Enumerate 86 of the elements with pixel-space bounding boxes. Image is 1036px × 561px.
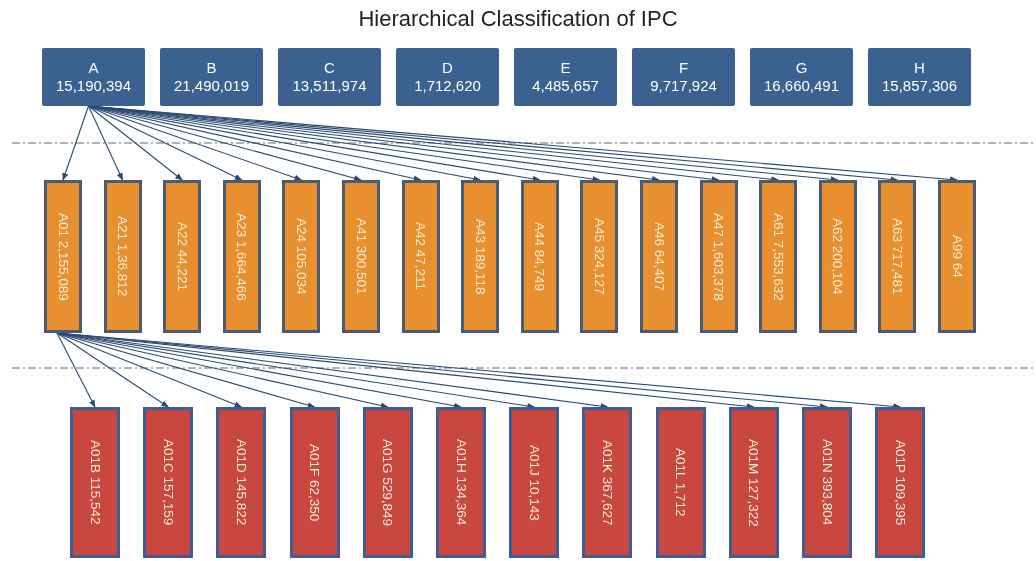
code-and-count: A41 300,501 [353, 218, 369, 295]
code-and-count: A01B 115,542 [87, 440, 103, 525]
code-and-count: A42 47,211 [413, 222, 429, 291]
code-and-count: A23 1,664,466 [234, 212, 250, 301]
group-box [216, 407, 267, 558]
class-box [514, 48, 617, 106]
code-and-count: A01G 529,849 [380, 438, 396, 527]
class-code: H [914, 59, 925, 77]
code-and-count: A01C 157,159 [160, 439, 176, 526]
code-and-count: A01M 127,322 [746, 438, 762, 527]
class-code: F [678, 59, 689, 77]
class-box [868, 48, 971, 106]
class-box [750, 48, 853, 106]
code-and-count: A01J 10,143 [526, 444, 542, 521]
patent-count: 21,490,019 [173, 77, 250, 95]
code-and-count: A62 200,104 [830, 218, 846, 295]
subclass-box [580, 180, 619, 333]
class-code: C [324, 59, 335, 77]
patent-count: 16,660,491 [763, 77, 840, 95]
class-code: E [560, 59, 571, 77]
class-code: D [442, 59, 453, 77]
code-and-count: A46 64,407 [651, 221, 667, 292]
class-box [396, 48, 499, 106]
diagram-title: Hierarchical Classification of IPC [357, 6, 679, 32]
subclass-box [699, 180, 738, 333]
subclass-box [103, 180, 142, 333]
subclass-box [44, 180, 82, 333]
subclass-box [759, 180, 798, 333]
group-box [362, 407, 413, 558]
class-code: A [88, 59, 99, 77]
code-and-count: A01N 393,804 [819, 439, 835, 526]
subclass-box [222, 180, 261, 333]
code-and-count: A44 84,749 [532, 221, 548, 292]
subclass-box [818, 180, 857, 333]
group-box [655, 407, 706, 558]
subclass-box [342, 180, 380, 333]
subclass-box [163, 180, 202, 333]
group-box [582, 407, 633, 558]
code-and-count: A99 64 [949, 235, 965, 278]
subclass-box [461, 180, 500, 333]
patent-count: 13,511,974 [292, 77, 367, 95]
code-and-count: A01K 367,627 [599, 439, 615, 526]
arrow [87, 105, 124, 181]
code-and-count: A63 717,481 [889, 218, 905, 295]
code-and-count: A01F 62,350 [307, 443, 323, 522]
group-box [509, 407, 560, 558]
class-code: G [795, 59, 808, 77]
code-and-count: A01L 1,712 [673, 448, 689, 517]
patent-count: 15,857,306 [881, 77, 958, 95]
class-box [160, 48, 263, 106]
code-and-count: A45 324,127 [591, 218, 607, 295]
group-box [143, 407, 194, 558]
class-box [278, 48, 381, 106]
patent-count: 9,717,924 [650, 77, 717, 95]
group-box [875, 407, 926, 558]
code-and-count: A21 1,36,812 [115, 216, 131, 297]
code-and-count: A22 44,221 [174, 221, 190, 292]
code-and-count: A01D 145,822 [233, 439, 249, 526]
patent-count: 1,712,620 [414, 77, 481, 95]
class-code: B [206, 59, 217, 77]
code-and-count: A01H 134,364 [453, 439, 469, 526]
group-box [289, 407, 340, 558]
group-box [728, 407, 779, 558]
subclass-box [938, 180, 976, 333]
subclass-box [401, 180, 440, 333]
group-box [70, 407, 120, 558]
arrow [56, 332, 96, 408]
patent-count: 15,190,394 [55, 77, 132, 95]
group-box [436, 407, 486, 558]
code-and-count: A24 105,034 [293, 218, 309, 295]
code-and-count: A61 7,553,632 [770, 212, 786, 301]
arrow [56, 332, 243, 408]
code-and-count: A47 1,603,378 [711, 212, 727, 301]
code-and-count: A43 189,118 [472, 218, 488, 295]
code-and-count: A01 2,155,089 [55, 212, 71, 301]
class-box [632, 48, 735, 106]
arrow [62, 105, 90, 181]
class-box [42, 48, 145, 106]
subclass-box [282, 180, 321, 333]
subclass-box [640, 180, 678, 333]
group-box [802, 407, 852, 558]
subclass-box [520, 180, 559, 333]
patent-count: 4,485,657 [532, 77, 599, 95]
code-and-count: A01P 109,395 [892, 439, 908, 526]
arrow [56, 332, 169, 408]
subclass-box [878, 180, 917, 333]
